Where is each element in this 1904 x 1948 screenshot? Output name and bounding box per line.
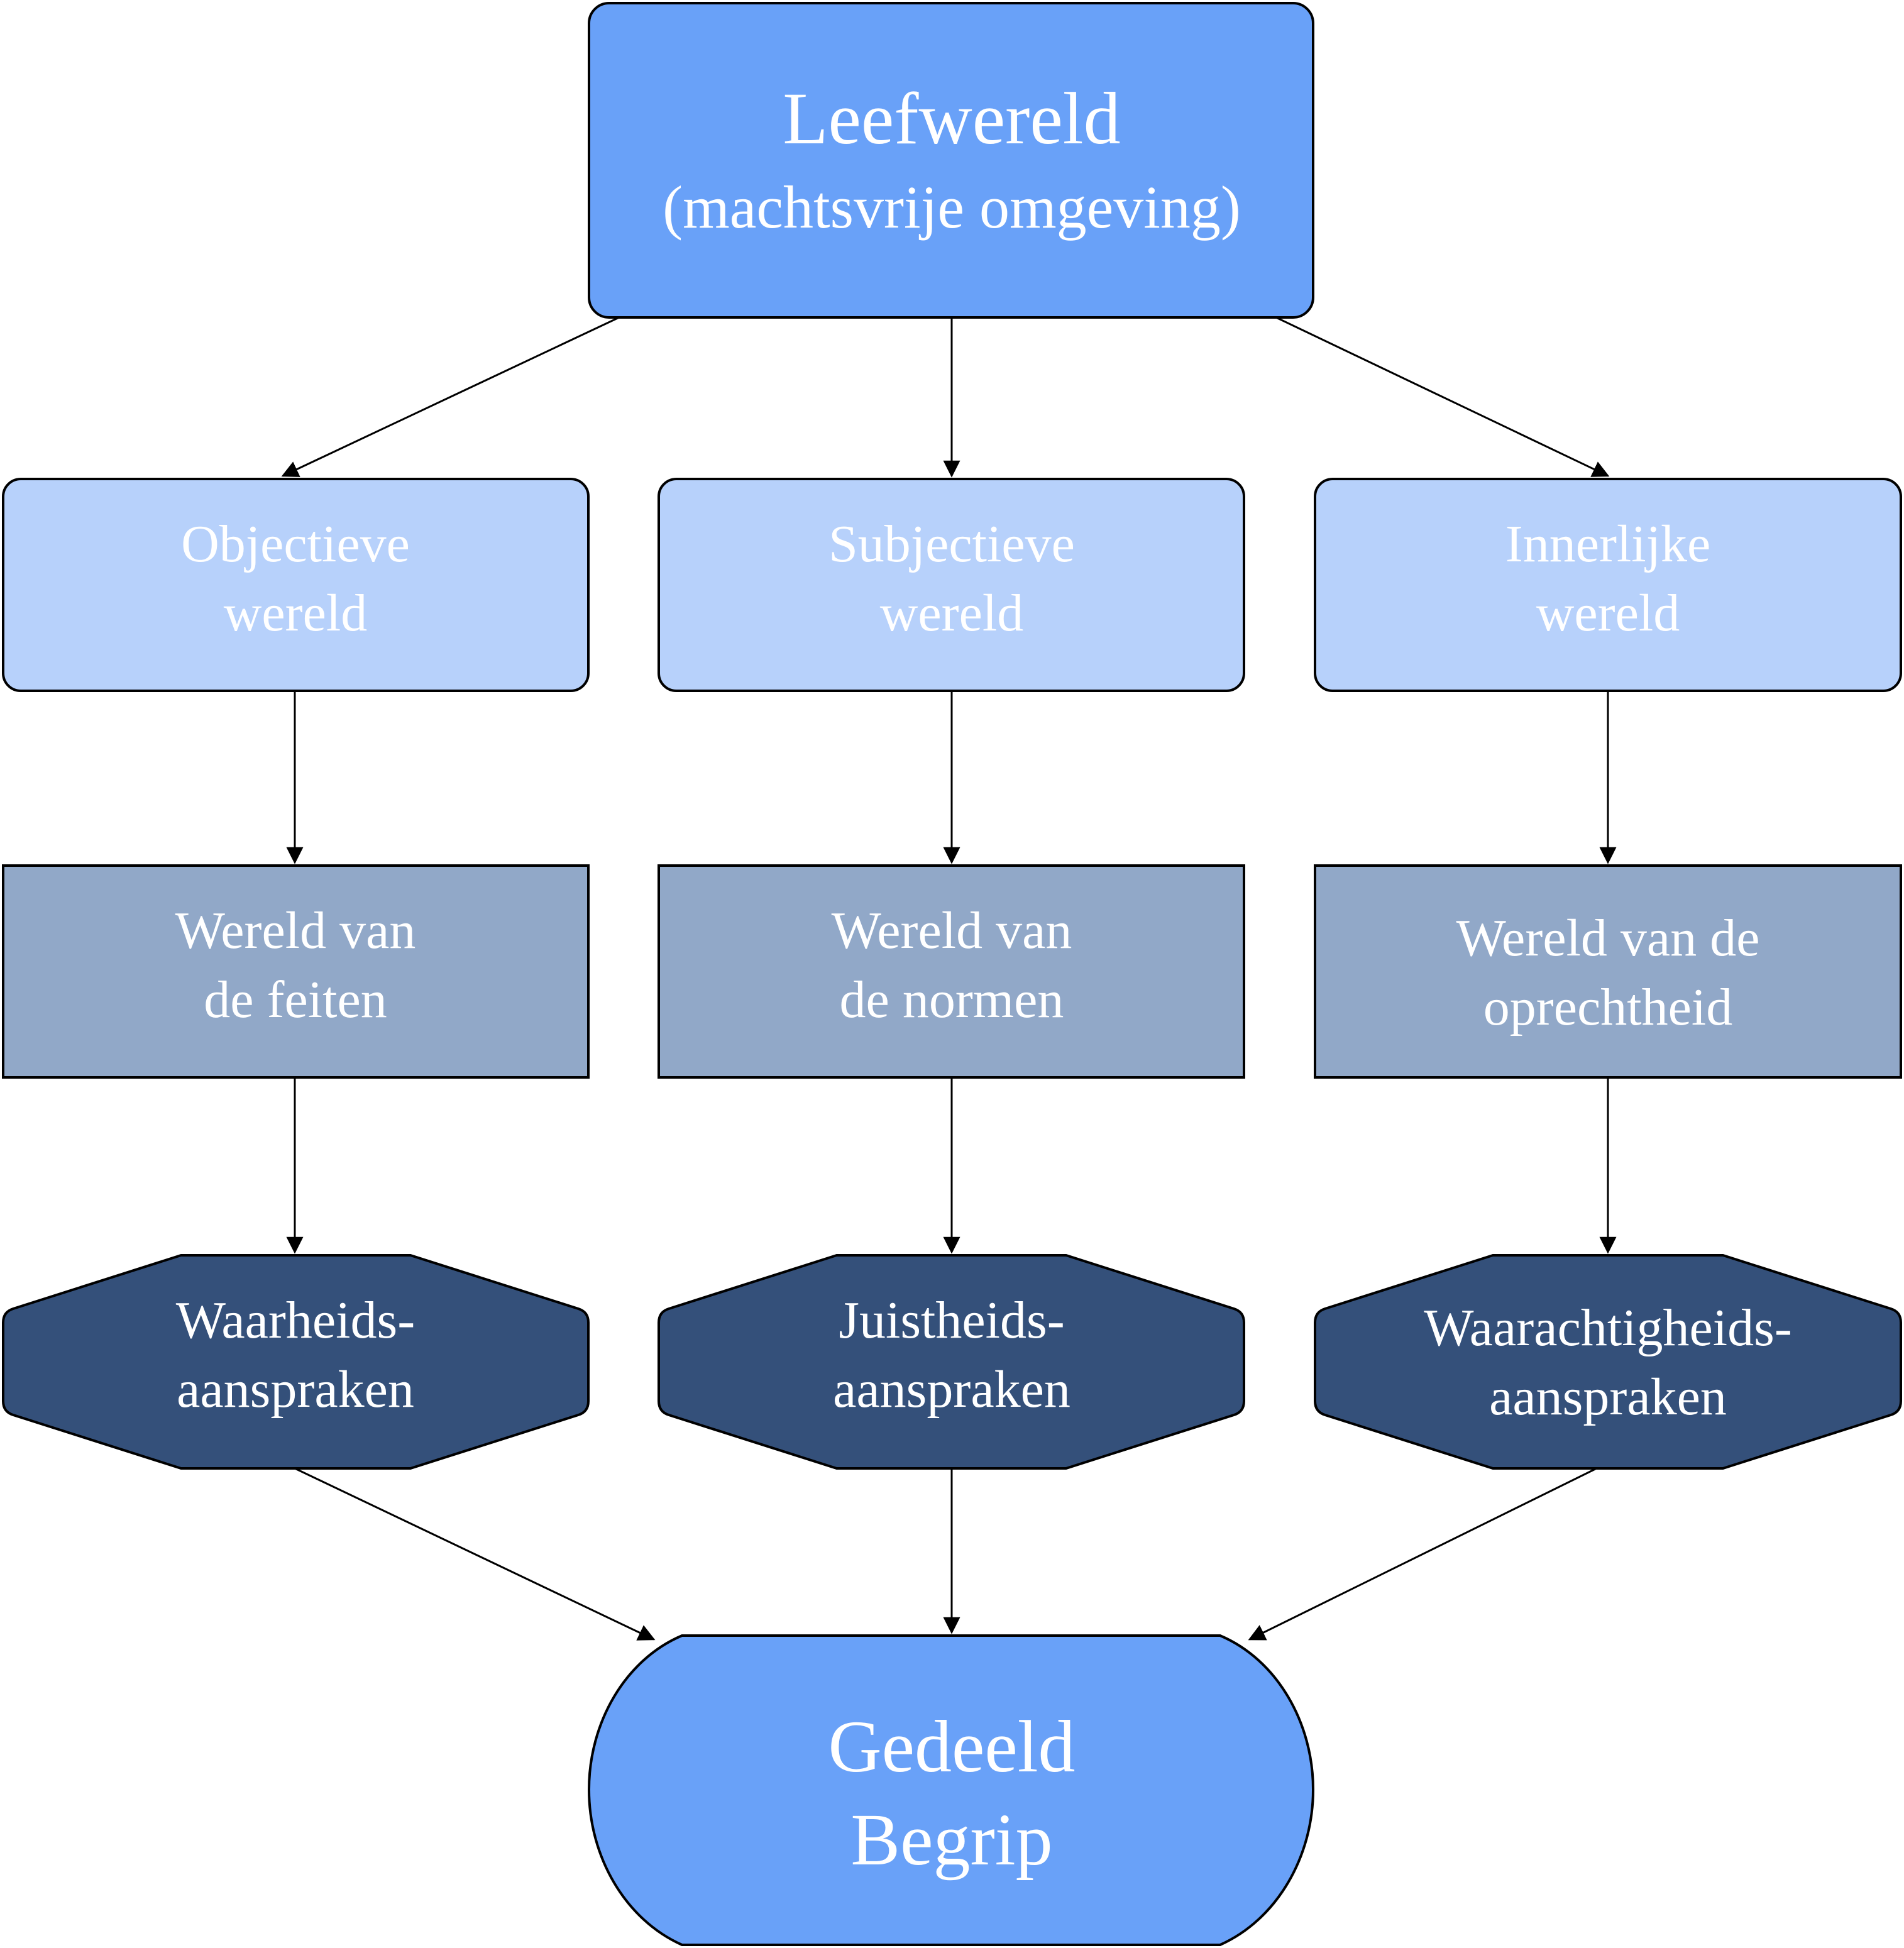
- oprechtheid-line1: Wereld van de: [1456, 909, 1760, 967]
- feiten-line1: Wereld van: [175, 901, 416, 960]
- objectieve-wereld-line2: wereld: [224, 584, 368, 642]
- edge-leefwereld-to-objectieve: [281, 316, 620, 477]
- waarachtigheid-line1: Waarachtigheids-: [1424, 1299, 1792, 1357]
- node-waarachtigheidsaanspraken: Waarachtigheids- aanspraken: [1314, 1254, 1902, 1470]
- juistheid-octagon: [658, 1254, 1245, 1470]
- normen-line2: de normen: [840, 971, 1064, 1029]
- connectors: [281, 316, 1617, 1641]
- node-waarheidsaanspraken: Waarheids- aanspraken: [2, 1254, 590, 1470]
- feiten-box: [2, 864, 590, 1079]
- subjectieve-wereld-line1: Subjectieve: [828, 515, 1075, 573]
- oprechtheid-box: [1314, 864, 1902, 1079]
- oprechtheid-line2: oprechtheid: [1483, 978, 1733, 1037]
- node-gedeeld-begrip: Gedeeld Begrip: [587, 1634, 1315, 1946]
- node-juistheidsaanspraken: Juistheids- aanspraken: [658, 1254, 1245, 1470]
- waarheid-line1: Waarheids-: [176, 1291, 415, 1350]
- node-subjectieve-wereld: Subjectieve wereld: [658, 478, 1245, 692]
- gedeeld-begrip-capsule: [587, 1634, 1315, 1946]
- gedeeld-begrip-line2: Begrip: [850, 1798, 1052, 1881]
- subjectieve-wereld-line2: wereld: [880, 584, 1024, 642]
- node-innerlijke-wereld: Innerlijke wereld: [1314, 478, 1902, 692]
- gedeeld-begrip-line1: Gedeeld: [828, 1705, 1075, 1788]
- leefwereld-title: Leefwereld: [783, 77, 1120, 160]
- normen-line1: Wereld van: [832, 901, 1072, 960]
- innerlijke-wereld-line2: wereld: [1536, 584, 1680, 642]
- node-wereld-van-de-feiten: Wereld van de feiten: [2, 864, 590, 1079]
- waarheid-octagon: [2, 1254, 590, 1470]
- waarheid-line2: aanspraken: [177, 1360, 414, 1419]
- node-objectieve-wereld: Objectieve wereld: [2, 478, 590, 692]
- objectieve-wereld-line1: Objectieve: [181, 515, 410, 573]
- innerlijke-wereld-box: [1314, 478, 1902, 692]
- innerlijke-wereld-line1: Innerlijke: [1505, 515, 1711, 573]
- feiten-line2: de feiten: [204, 971, 387, 1029]
- edge-leefwereld-to-innerlijke: [1275, 316, 1610, 477]
- node-leefwereld: Leefwereld (machtsvrije omgeving): [588, 2, 1314, 319]
- leefwereld-box: [588, 2, 1314, 319]
- edge-waarheid-to-begrip: [294, 1467, 656, 1641]
- waarachtigheid-octagon: [1314, 1254, 1902, 1470]
- normen-box: [658, 864, 1245, 1079]
- node-wereld-van-de-oprechtheid: Wereld van de oprechtheid: [1314, 864, 1902, 1079]
- subjectieve-wereld-box: [658, 478, 1245, 692]
- leefwereld-subtitle: (machtsvrije omgeving): [663, 173, 1241, 241]
- objectieve-wereld-box: [2, 478, 590, 692]
- waarachtigheid-line2: aanspraken: [1489, 1368, 1727, 1426]
- juistheid-line2: aanspraken: [833, 1360, 1070, 1419]
- juistheid-line1: Juistheids-: [839, 1291, 1064, 1350]
- node-wereld-van-de-normen: Wereld van de normen: [658, 864, 1245, 1079]
- edge-waarachtigheid-to-begrip: [1248, 1467, 1597, 1641]
